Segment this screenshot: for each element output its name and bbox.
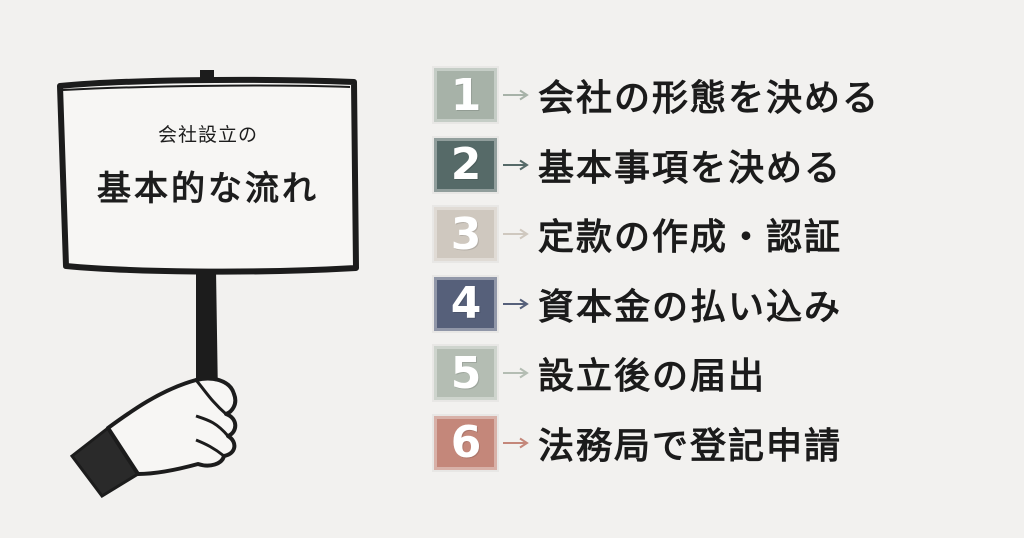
arrow-right-icon xyxy=(502,89,530,101)
step-number: 1 xyxy=(450,69,482,121)
step-label: 資本金の払い込み xyxy=(538,286,843,328)
step-item-1: 1 会社の形態を決める xyxy=(432,66,1012,124)
sign-text: 会社設立の 基本的な流れ xyxy=(62,120,354,210)
step-list: 1 会社の形態を決める 2 基本事項を決める 3 定款の作成・認証 4 xyxy=(432,66,1012,483)
step-number-badge: 1 xyxy=(432,66,500,124)
step-number: 5 xyxy=(450,347,482,399)
badge-background xyxy=(434,137,497,192)
badge-background xyxy=(434,346,497,400)
step-item-3: 3 定款の作成・認証 xyxy=(432,205,1012,263)
step-number-badge: 6 xyxy=(432,414,500,472)
step-label: 基本事項を決める xyxy=(538,147,843,189)
step-number-badge: 3 xyxy=(432,205,500,263)
step-label: 設立後の届出 xyxy=(538,356,767,397)
step-number-badge: 2 xyxy=(432,136,500,194)
step-number-badge: 5 xyxy=(432,344,500,402)
sign-subtitle: 会社設立の xyxy=(157,124,258,146)
step-label: 法務局で登記申請 xyxy=(538,425,843,467)
step-number-badge: 4 xyxy=(432,275,500,333)
arrow-right-icon xyxy=(502,367,530,379)
step-item-2: 2 基本事項を決める xyxy=(432,136,1012,194)
sign-title: 基本的な流れ xyxy=(97,169,319,209)
step-number: 4 xyxy=(450,278,482,329)
hand-holding-sign-icon xyxy=(57,70,359,498)
step-item-5: 5 設立後の届出 xyxy=(432,344,1012,402)
step-item-4: 4 資本金の払い込み xyxy=(432,275,1012,333)
step-label: 会社の形態を決める xyxy=(538,78,881,119)
badge-background xyxy=(434,276,497,331)
arrow-right-icon xyxy=(502,437,530,449)
step-label: 定款の作成・認証 xyxy=(538,217,843,258)
arrow-right-icon xyxy=(502,159,530,171)
step-number: 6 xyxy=(450,417,482,468)
step-item-6: 6 法務局で登記申請 xyxy=(432,414,1012,472)
step-number: 3 xyxy=(450,208,482,260)
badge-background xyxy=(434,207,497,261)
badge-background xyxy=(434,68,497,122)
badge-background xyxy=(434,415,497,470)
arrow-right-icon xyxy=(502,298,530,310)
arrow-right-icon xyxy=(502,228,530,240)
step-number: 2 xyxy=(450,139,482,190)
